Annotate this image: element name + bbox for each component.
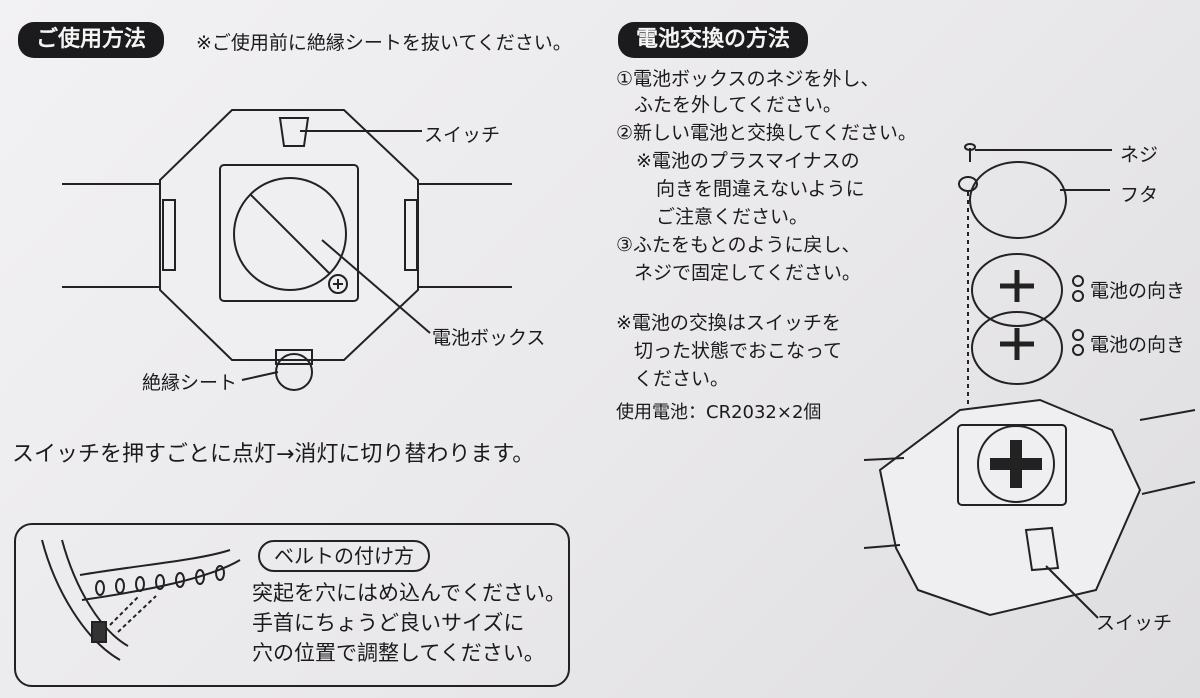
belt-title: ベルトの付け方 [258, 540, 430, 572]
orientation-label-2: 電池の向き [1090, 334, 1186, 356]
battery-box-label: 電池ボックス [432, 327, 546, 349]
usage-note: ※ご使用前に絶縁シートを抜いてください。 [196, 32, 572, 54]
battery-note-2: 切った状態でおこなって [634, 340, 843, 362]
belt-line-1: 突起を穴にはめ込んでください。 [252, 581, 566, 605]
belt-instructions-box [14, 523, 570, 687]
battery-step-2: ②新しい電池と交換してください。 [616, 122, 917, 144]
watch-front-drawing [62, 109, 512, 391]
belt-drawing [41, 539, 241, 661]
belt-line-3: 穴の位置で調整してください。 [252, 641, 545, 665]
usage-title: ご使用方法 [18, 22, 165, 58]
battery-step-3a: ③ふたをもとのように戻し、 [616, 234, 861, 256]
battery-step-2-note-a: ※電池のプラスマイナスの [636, 150, 860, 172]
diagram-switch-label: スイッチ [1096, 612, 1173, 634]
battery-type: 使用電池：CR2032×2個 [616, 402, 822, 423]
battery-step-2-note-b: 向きを間違えないように [656, 178, 865, 200]
battery-note-3: ください。 [634, 368, 730, 390]
battery-step-3b: ネジで固定してください。 [634, 262, 861, 284]
switch-label: スイッチ [424, 124, 501, 146]
battery-title: 電池交換の方法 [618, 22, 809, 58]
battery-step-1b: ふたを外してください。 [634, 94, 842, 116]
toggle-text: スイッチを押すごとに点灯→消灯に切り替わります。 [12, 442, 535, 467]
cover-label: フタ [1120, 184, 1159, 206]
orientation-label-1: 電池の向き [1090, 280, 1186, 302]
battery-note-1: ※電池の交換はスイッチを [616, 312, 841, 334]
battery-step-2-note-c: ご注意ください。 [656, 206, 809, 228]
battery-exploded-drawing [863, 143, 1196, 619]
battery-step-1a: ①電池ボックスのネジを外し、 [616, 68, 880, 90]
screw-label: ネジ [1120, 144, 1159, 166]
insulation-sheet-label: 絶縁シート [142, 372, 238, 394]
belt-line-2: 手首にちょうど良いサイズに [252, 611, 525, 635]
